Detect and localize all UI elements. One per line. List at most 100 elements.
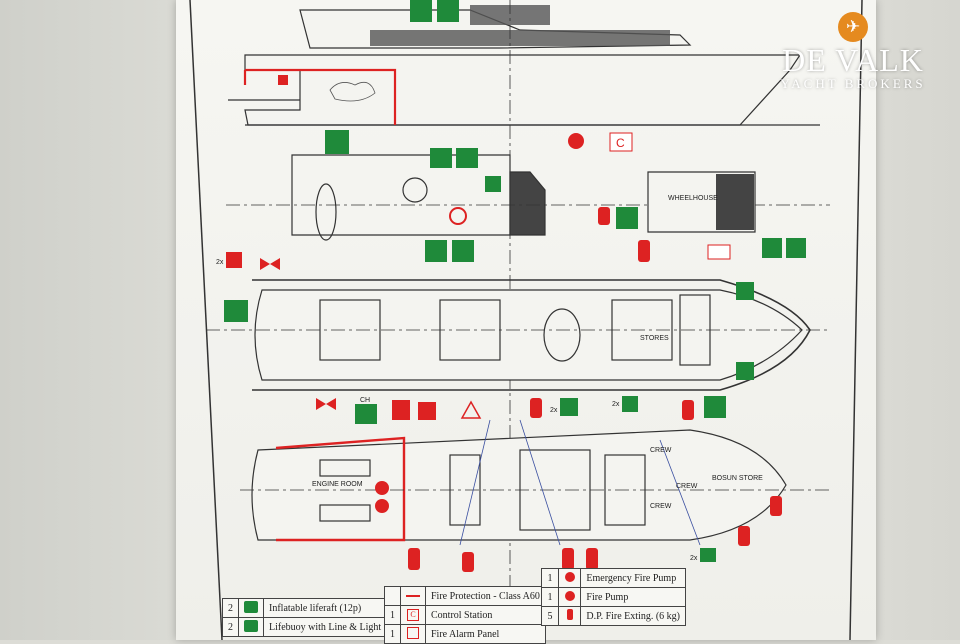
main-deck-extinguisher-2-icon	[530, 398, 542, 418]
wheelhouse-safety-icon	[616, 207, 638, 229]
main-deck-bow-exit-icon	[736, 282, 754, 300]
fire-alarm-icon	[407, 626, 419, 639]
brand-name: DE VALK	[782, 42, 924, 78]
co2-bottles-icon	[418, 402, 436, 420]
fire-pump-icon	[564, 590, 575, 601]
crew-label-1: CREW	[650, 447, 672, 454]
main-deck-alarm-icon	[226, 252, 242, 268]
lower-deck-extinguisher-4-icon	[738, 526, 750, 546]
control-station-label: C	[616, 136, 625, 150]
engine-room-label: ENGINE ROOM	[312, 481, 363, 488]
fire-alarm-panel-icon	[707, 244, 731, 260]
liferaft-icon	[244, 600, 258, 613]
crew-label-3: CREW	[650, 503, 672, 510]
main-deck-qty-a: 2x	[216, 259, 224, 266]
stores-label: STORES	[640, 335, 669, 342]
sundeck-liferaft-2-icon	[452, 240, 474, 262]
lower-deck-extinguisher-3-icon	[586, 548, 598, 570]
ch-label: CH	[360, 397, 370, 404]
frame-left-line	[189, 0, 223, 640]
profile-fire-alarm-icon	[278, 75, 288, 85]
legend-icon-cell	[400, 586, 426, 606]
legend-text: Inflatable liferaft (12p)	[262, 598, 388, 618]
legend-qty: 1	[384, 624, 401, 644]
bosun-store-label: BOSUN STORE	[712, 475, 763, 482]
emergency-pump-icon	[568, 133, 584, 149]
lower-deck-extinguisher-5-icon	[770, 496, 782, 516]
legend-left: 2 Inflatable liferaft (12p) 2 Lifebuoy w…	[222, 598, 388, 637]
legend-qty: 2	[222, 598, 239, 618]
legend-text: Lifebuoy with Line & Light	[262, 617, 388, 637]
main-deck-exit-sign-icon	[224, 300, 248, 322]
legend-row: 1 Fire Pump	[540, 587, 686, 607]
legend-icon-cell	[238, 617, 264, 637]
emergency-fire-pump-icon	[375, 499, 389, 513]
legend-right: 1 Emergency Fire Pump 1 Fire Pump 5 D.P.…	[540, 568, 686, 626]
main-deck-lifejacket-icon	[560, 398, 578, 416]
main-deck-extinguisher-icon	[638, 240, 650, 262]
co2-extinguisher-icon	[462, 552, 474, 572]
legend-qty	[384, 586, 401, 606]
wheelhouse-label: WHEELHOUSE	[668, 195, 718, 202]
lower-deck-lifejacket-icon	[700, 548, 716, 562]
main-deck-extinguisher-3-icon	[682, 400, 694, 420]
brand-badge-icon: ✈	[838, 12, 868, 42]
legend-row: 5 D.P. Fire Exting. (6 kg)	[540, 606, 686, 626]
main-deck-plan	[206, 279, 830, 391]
legend-icon-cell: C	[400, 605, 426, 625]
profile-liferaft-icon	[437, 0, 459, 22]
lifebuoy-icon	[244, 619, 258, 632]
sundeck-arrow-icon	[485, 176, 501, 192]
legend-icon-cell	[558, 606, 582, 626]
legend-row: 1 Emergency Fire Pump	[540, 568, 686, 588]
lower-deck-qty-d: 2x	[690, 555, 698, 562]
legend-row: 2 Inflatable liferaft (12p)	[222, 598, 388, 618]
main-deck-qty-c: 2x	[612, 401, 620, 408]
lower-deck-plan	[240, 419, 830, 546]
lower-deck-extinguisher-icon	[408, 548, 420, 570]
co2-panel-icon	[392, 400, 410, 420]
legend-icon-cell	[558, 587, 582, 607]
wheelhouse-exit-2-icon	[786, 238, 806, 258]
control-station-icon	[609, 132, 633, 152]
wheelhouse-extinguisher-icon	[598, 207, 610, 225]
legend-row: 2 Lifebuoy with Line & Light	[222, 617, 388, 637]
profile-lifebuoy-icon	[410, 0, 432, 22]
legend-row: Fire Protection - Class A60	[384, 586, 546, 606]
main-deck-qty-b: 2x	[550, 407, 558, 414]
legend-text: Fire Alarm Panel	[425, 624, 546, 644]
legend-row: 1 C Control Station	[384, 605, 546, 625]
crew-label-2: CREW	[676, 483, 698, 490]
legend-icon-cell	[558, 568, 582, 588]
first-aid-icon	[704, 396, 726, 418]
brand-tagline: YACHT BROKERS	[780, 76, 926, 91]
main-deck-bow-exit-2-icon	[736, 362, 754, 380]
ch-sign-icon	[355, 404, 377, 424]
legend-icon-cell	[400, 624, 426, 644]
legend-text: Fire Protection - Class A60	[425, 586, 546, 606]
legend-text: Fire Pump	[580, 587, 686, 607]
main-deck-lifejacket-2-icon	[622, 396, 638, 412]
legend-middle: Fire Protection - Class A60 1 C Control …	[384, 586, 546, 644]
fire-pump-icon	[375, 481, 389, 495]
legend-qty: 5	[540, 606, 560, 626]
main-deck-valve-2-icon	[316, 398, 336, 410]
sundeck-lifebuoy-2-icon	[425, 240, 447, 262]
lower-deck-extinguisher-2-icon	[562, 548, 574, 570]
legend-text: D.P. Fire Exting. (6 kg)	[580, 606, 686, 626]
sundeck-liferaft-icon	[456, 148, 478, 168]
extinguisher-icon	[566, 609, 573, 620]
brand-logo: ✈ DE VALK YACHT BROKERS	[758, 12, 948, 92]
legend-text: Emergency Fire Pump	[580, 568, 686, 588]
warning-triangle-icon	[460, 400, 482, 419]
sundeck-plan	[226, 154, 830, 241]
legend-qty: 2	[222, 617, 239, 637]
emergency-pump-icon	[564, 571, 575, 582]
red-line-icon	[406, 595, 420, 598]
profile-view	[228, 0, 820, 640]
legend-icon-cell	[238, 598, 264, 618]
frame-right-line	[849, 0, 863, 640]
control-station-icon: C	[407, 609, 419, 621]
sundeck-lifebuoy-icon	[430, 148, 452, 168]
